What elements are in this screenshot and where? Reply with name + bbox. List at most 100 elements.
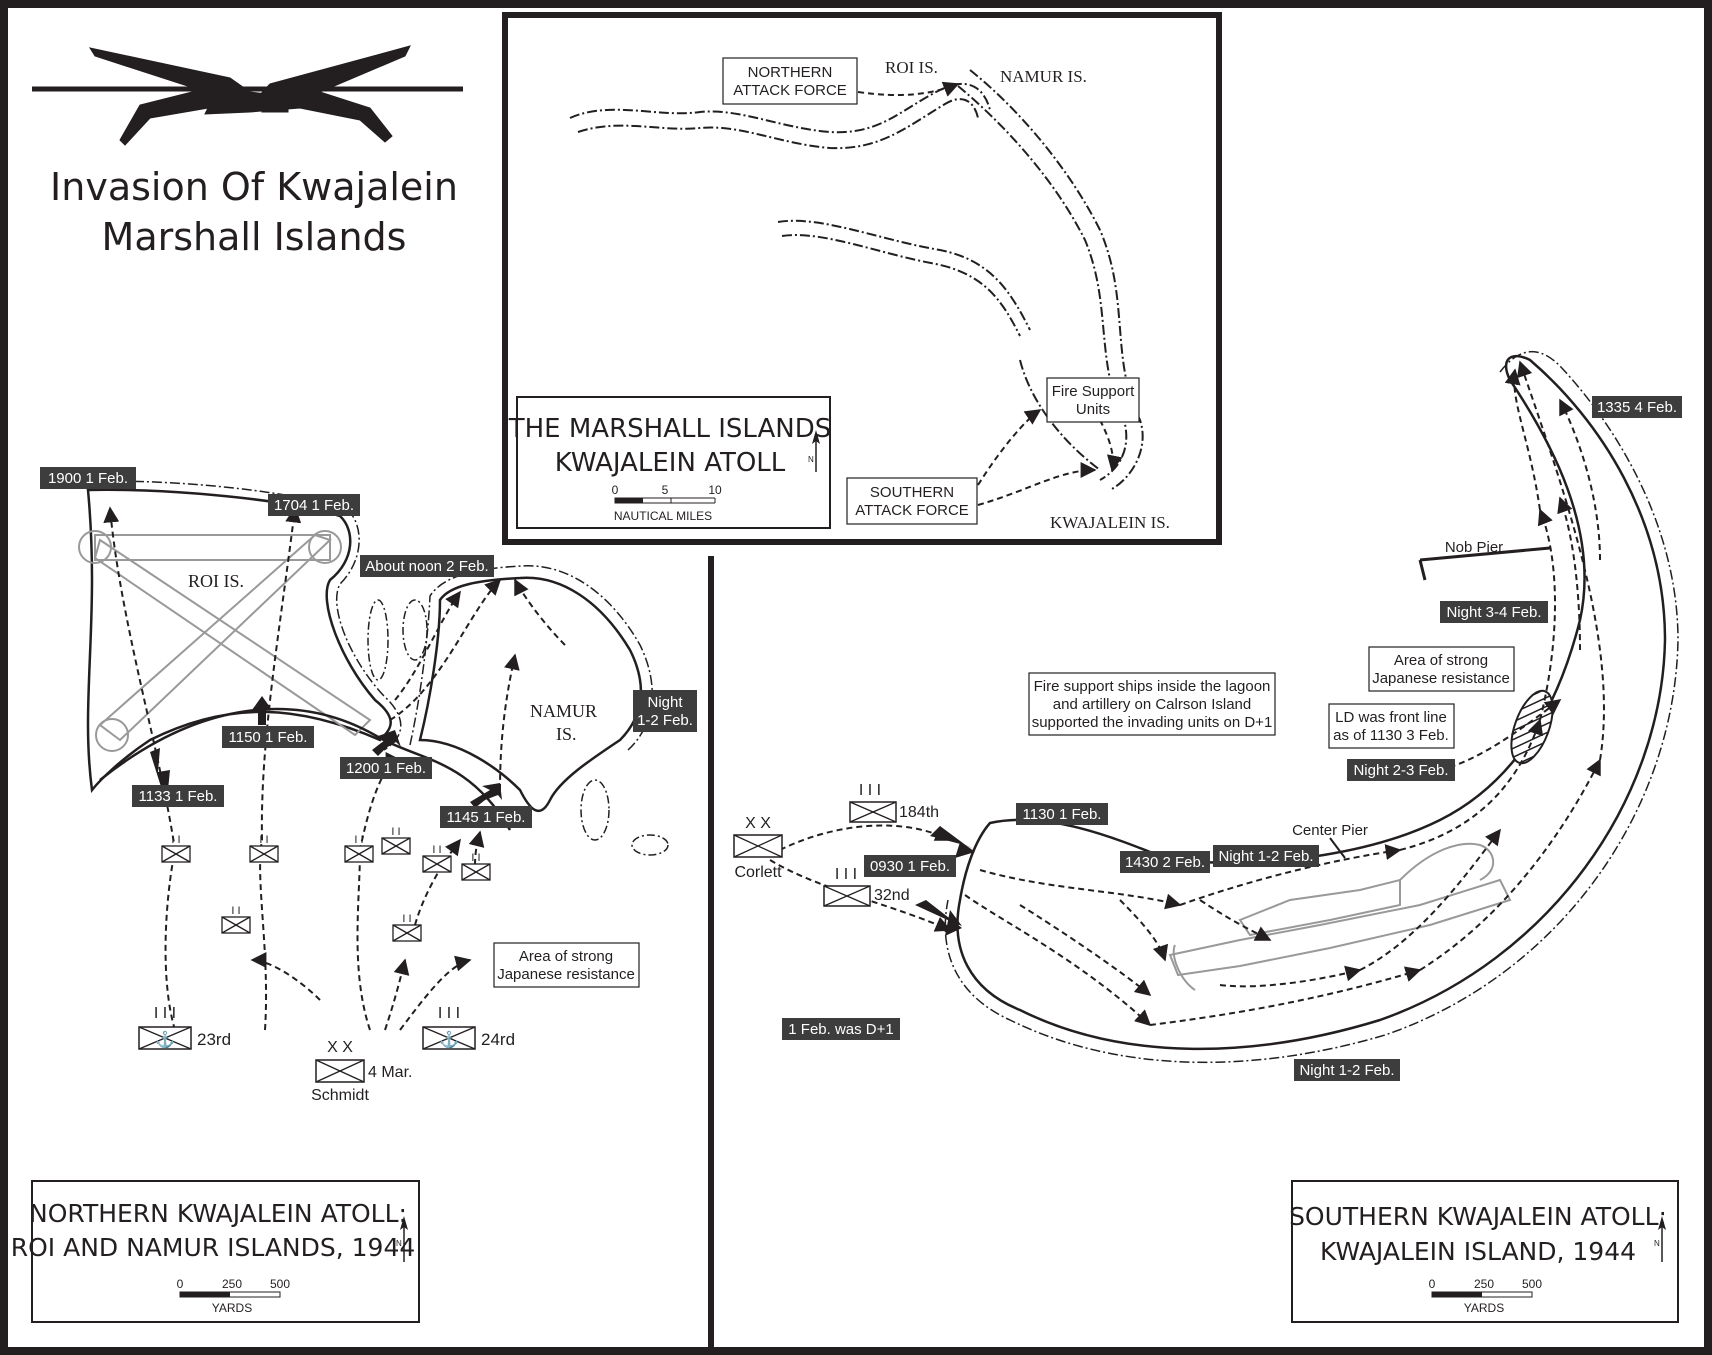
n-route-12: [514, 578, 566, 646]
s-route-12: [1359, 828, 1501, 971]
center-pier: [1329, 837, 1346, 859]
inset-reef-west-inner: [781, 234, 1021, 337]
southern-title-box: SOUTHERN KWAJALEIN ATOLL: KWAJALEIN ISLA…: [1289, 1180, 1679, 1323]
reg-23-symbol: I I I ⚓ 23rd: [138, 1005, 231, 1050]
s-time-label-night34: Night 3-4 Feb.: [1440, 601, 1548, 623]
svg-text:Night 3-4 Feb.: Night 3-4 Feb.: [1446, 604, 1541, 621]
s-route-2: [1149, 966, 1422, 1026]
svg-text:and artillery on Calrson Islan: and artillery on Calrson Island: [1053, 696, 1251, 713]
svg-text:Night 1-2 Feb.: Night 1-2 Feb.: [1218, 848, 1313, 865]
n-time-label-1145: 1145 1 Feb.: [440, 806, 532, 828]
svg-text:N: N: [396, 1239, 402, 1248]
n-route-11: [499, 653, 520, 791]
roi-runways: [78, 530, 372, 752]
svg-text:23rd: 23rd: [197, 1030, 231, 1049]
s-d-plus-1-label: 1 Feb. was D+1: [782, 1018, 900, 1040]
svg-text:0: 0: [177, 1277, 184, 1291]
svg-text:1-2 Feb.: 1-2 Feb.: [637, 712, 693, 729]
nob-pier-label: Nob Pier: [1445, 539, 1503, 556]
northern-map: ROI IS. NAMUR IS. 1900 1: [11, 467, 697, 1323]
svg-text:I I I: I I I: [154, 1005, 176, 1022]
northern-scale-bar: 0 250 500 YARDS: [177, 1277, 291, 1315]
svg-text:I I: I I: [259, 834, 268, 846]
svg-text:Area of strong: Area of strong: [1394, 652, 1488, 669]
svg-text:I I I: I I I: [835, 866, 857, 883]
s-route-15: [1559, 398, 1601, 561]
svg-text:Corlett: Corlett: [734, 864, 782, 881]
s-time-label-0930: 0930 1 Feb.: [864, 855, 956, 877]
rifles-logo: [32, 45, 463, 146]
inset-map: ROI IS. NAMUR IS. KWAJALEIN IS. NORTHERN…: [502, 12, 1222, 545]
s-landing-arrows: [915, 826, 975, 936]
svg-text:250: 250: [1474, 1277, 1494, 1291]
svg-text:Schmidt: Schmidt: [311, 1087, 369, 1104]
svg-text:N: N: [1654, 1239, 1660, 1248]
svg-text:10: 10: [708, 483, 722, 497]
southern-attack-force-box: SOUTHERN ATTACK FORCE: [846, 477, 978, 525]
namur-label-2: IS.: [556, 724, 577, 744]
fire-support-route: [1099, 419, 1123, 472]
n-route-2: [259, 506, 302, 1031]
northern-title-line2: ROI AND NAMUR ISLANDS, 1944: [11, 1233, 416, 1262]
roi-islets: [367, 599, 669, 856]
inset-reef-north: [569, 83, 991, 134]
namur-island-outline: [418, 576, 643, 813]
svg-text:I I: I I: [391, 826, 400, 838]
s-route-9: [1504, 368, 1541, 511]
anchor-icon: ⚓: [439, 1030, 459, 1049]
inset-kwajalein-label: KWAJALEIN IS.: [1050, 513, 1170, 532]
s-resistance-note: Area of strong Japanese resistance: [1368, 646, 1515, 692]
svg-text:YARDS: YARDS: [1464, 1301, 1504, 1315]
svg-text:Japanese resistance: Japanese resistance: [1372, 670, 1510, 687]
svg-text:SOUTHERN: SOUTHERN: [870, 484, 954, 501]
svg-text:0: 0: [612, 483, 619, 497]
s-route-5: [979, 869, 1182, 910]
fire-support-units-box: Fire Support Units: [1046, 377, 1140, 423]
svg-text:I I I: I I I: [859, 782, 881, 799]
svg-text:Fire support ships inside the: Fire support ships inside the lagoon: [1034, 678, 1271, 695]
svg-text:1430 2 Feb.: 1430 2 Feb.: [1125, 854, 1205, 871]
inset-scale-bar: 0 5 10 NAUTICAL MILES: [612, 483, 722, 523]
reg-24-symbol: I I I ⚓ 24rd: [422, 1005, 515, 1050]
n-route-6: [399, 955, 472, 1031]
svg-text:184th: 184th: [899, 804, 939, 821]
svg-text:1130 1 Feb.: 1130 1 Feb.: [1023, 806, 1102, 823]
svg-text:1150 1 Feb.: 1150 1 Feb.: [229, 729, 308, 746]
inset-roi-label: ROI IS.: [885, 58, 938, 77]
roi-is-label: ROI IS.: [188, 571, 244, 591]
southern-title-line1: SOUTHERN KWAJALEIN ATOLL:: [1289, 1202, 1667, 1231]
svg-text:Night: Night: [647, 694, 683, 711]
svg-text:I I: I I: [171, 834, 180, 846]
s-route-4: [1517, 360, 1605, 761]
svg-text:ATTACK FORCE: ATTACK FORCE: [733, 82, 847, 99]
northern-north-arrow-icon: N: [396, 1216, 408, 1262]
n-route-5: [384, 958, 410, 1031]
svg-text:1200 1 Feb.: 1200 1 Feb.: [346, 760, 426, 777]
s-route-6: [1179, 844, 1402, 906]
n-route-1: [103, 506, 177, 1031]
namur-label-1: NAMUR: [530, 701, 597, 721]
inset-title-line1: THE MARSHALL ISLANDS: [508, 414, 832, 444]
reg-32-symbol: I I I 32nd: [823, 866, 910, 907]
s-time-label-night23: Night 2-3 Feb.: [1347, 759, 1455, 781]
schmidt-division-symbol: X X 4 Mar. Schmidt: [311, 1039, 412, 1104]
svg-text:1704 1 Feb.: 1704 1 Feb.: [274, 497, 354, 514]
s-route-1: [964, 894, 1152, 1027]
svg-text:NORTHERN: NORTHERN: [748, 64, 833, 81]
map-title-line1: Invasion Of Kwajalein: [50, 165, 458, 209]
center-pier-label: Center Pier: [1292, 822, 1368, 839]
southern-force-route-1: [977, 462, 1097, 506]
s-route-3: [1419, 758, 1601, 971]
inset-north-arrow-icon: N: [808, 430, 820, 472]
svg-text:YARDS: YARDS: [212, 1301, 252, 1315]
northern-force-route: [857, 81, 960, 97]
map-title-line2: Marshall Islands: [102, 215, 407, 259]
n-route-3: [250, 952, 321, 1001]
svg-text:ATTACK FORCE: ATTACK FORCE: [855, 502, 969, 519]
southern-scale-bar: 0 250 500 YARDS: [1429, 1277, 1543, 1315]
n-route-8: [468, 830, 485, 866]
svg-text:I I: I I: [471, 852, 480, 864]
svg-text:1335 4 Feb.: 1335 4 Feb.: [1597, 399, 1677, 416]
roi-namur-causeway: [99, 707, 512, 831]
